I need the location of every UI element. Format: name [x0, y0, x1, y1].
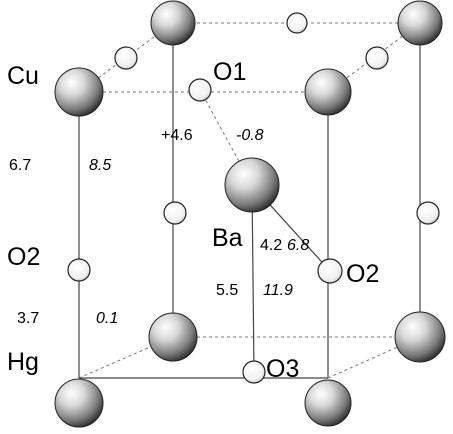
ba-label: Ba	[212, 224, 243, 252]
o-atom	[163, 201, 187, 225]
atom-labels: Cu O1 Ba O2 O2 Hg O3	[7, 58, 379, 383]
oxygen-atoms	[67, 12, 440, 384]
cu-label: Cu	[7, 62, 39, 90]
ba-o2-value-b: 6.8	[287, 237, 309, 254]
cu-atom	[150, 0, 196, 46]
o3-atom	[242, 360, 266, 384]
large-atoms	[54, 0, 446, 428]
hg-atom	[394, 311, 446, 363]
hg-atom	[148, 312, 198, 362]
o2-left-label: O2	[7, 243, 40, 271]
o1-atom	[188, 78, 212, 102]
cu-atom	[397, 0, 443, 46]
o-atom	[114, 46, 138, 70]
ba-o3-value-b: 11.9	[263, 282, 293, 299]
o1-value-b: -0.8	[236, 127, 264, 144]
value-labels: 6.7 8.5 +4.6 -0.8 4.2 6.8 5.5 11.9 3.7 0…	[9, 127, 309, 327]
hg-label: Hg	[7, 348, 39, 376]
o3-label: O3	[266, 355, 299, 383]
hg-o2-value-a: 3.7	[17, 310, 39, 327]
hg-o2-value-b: 0.1	[96, 310, 118, 327]
ba-o2-value-a: 4.2	[260, 237, 282, 254]
cu-o2-value-b: 8.5	[89, 157, 111, 174]
o-atom	[365, 46, 389, 70]
o2-atom	[67, 258, 91, 282]
o-atom	[286, 12, 308, 34]
cu-atom	[54, 67, 104, 117]
cu-atom	[304, 68, 352, 116]
o-atom	[416, 201, 440, 225]
hg-atom	[54, 378, 104, 428]
ba-atom	[224, 157, 280, 213]
hg-atom	[304, 379, 352, 427]
cu-o2-value-a: 6.7	[9, 157, 31, 174]
o1-label: O1	[213, 58, 246, 86]
o1-value-a: +4.6	[161, 127, 193, 144]
ba-o3-value-a: 5.5	[216, 282, 238, 299]
o2-atom	[317, 258, 343, 284]
o2-right-label: O2	[346, 260, 379, 288]
